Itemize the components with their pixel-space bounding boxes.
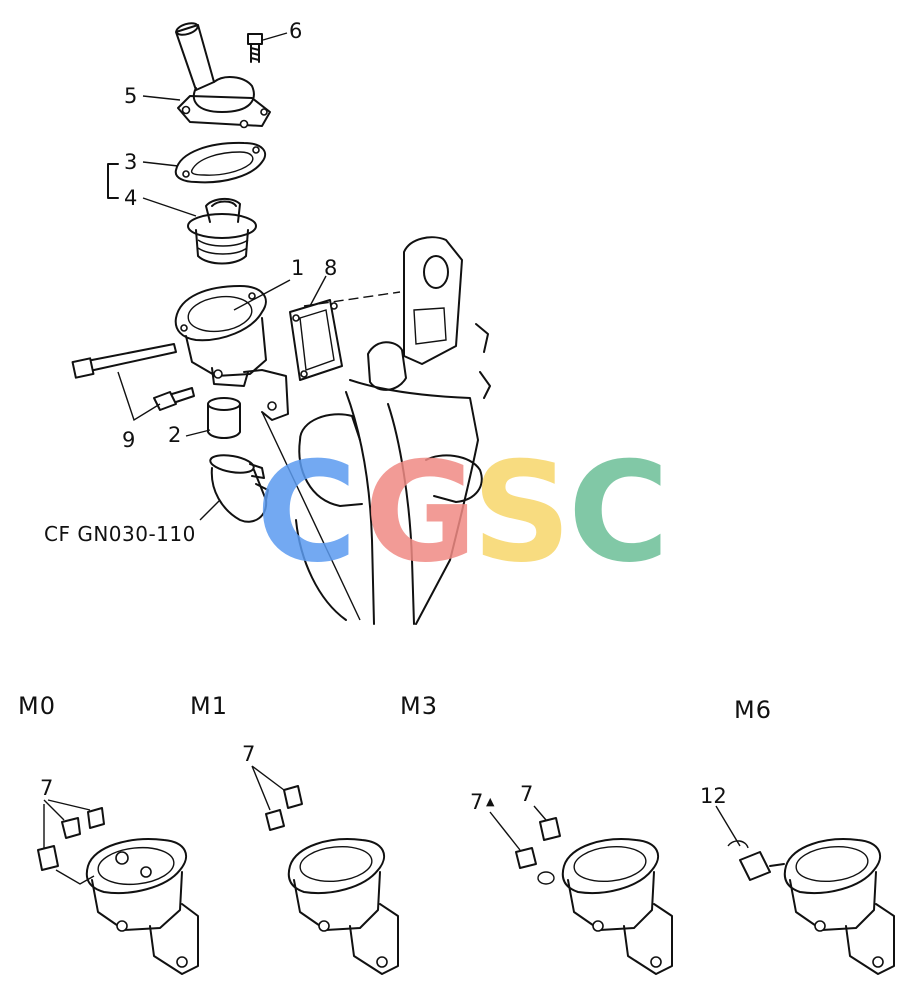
watermark-letter-2: G (364, 432, 478, 593)
part-5-water-outlet (142, 22, 271, 129)
callout-4: 4 (124, 186, 138, 210)
m3-callout-7-right: 7 (520, 782, 534, 806)
variant-m0-housing (37, 799, 199, 975)
variant-m1-housing (251, 765, 399, 975)
engine-block (261, 236, 491, 625)
variant-label-m0: M0 (18, 692, 56, 720)
part-1-thermostat-housing (174, 279, 291, 421)
variant-m6-housing (715, 805, 895, 975)
kit-bracket (107, 163, 119, 199)
variant-label-m6: M6 (734, 696, 772, 724)
callout-9: 9 (122, 428, 136, 452)
part-4-thermostat (142, 197, 257, 265)
m1-callout-7: 7 (242, 742, 256, 766)
hose-with-clamp (199, 454, 269, 523)
part-8-gasket (289, 275, 401, 381)
part-2-sleeve (185, 397, 241, 439)
watermark-letter-4: C (568, 432, 670, 593)
m0-callout-7: 7 (40, 776, 54, 800)
callout-8: 8 (324, 256, 338, 280)
m6-callout-12: 12 (700, 784, 727, 808)
watermark-letter-3: S (472, 432, 572, 593)
callout-5: 5 (124, 84, 138, 108)
variant-m3-housing (489, 805, 673, 975)
part-3-gasket (142, 141, 267, 184)
reference-code: CF GN030-110 (44, 522, 196, 546)
callout-1: 1 (291, 256, 305, 280)
callout-2: 2 (168, 423, 182, 447)
watermark-letter-1: C (256, 432, 358, 593)
m3-callout-7-left: 7 (470, 790, 484, 814)
m3-marker: ▲ (486, 795, 495, 808)
callout-6: 6 (289, 19, 303, 43)
variant-label-m3: M3 (400, 692, 438, 720)
part-6-bolt (247, 32, 288, 63)
variant-label-m1: M1 (190, 692, 228, 720)
callout-3: 3 (124, 150, 138, 174)
part-9-bolts (71, 343, 195, 422)
